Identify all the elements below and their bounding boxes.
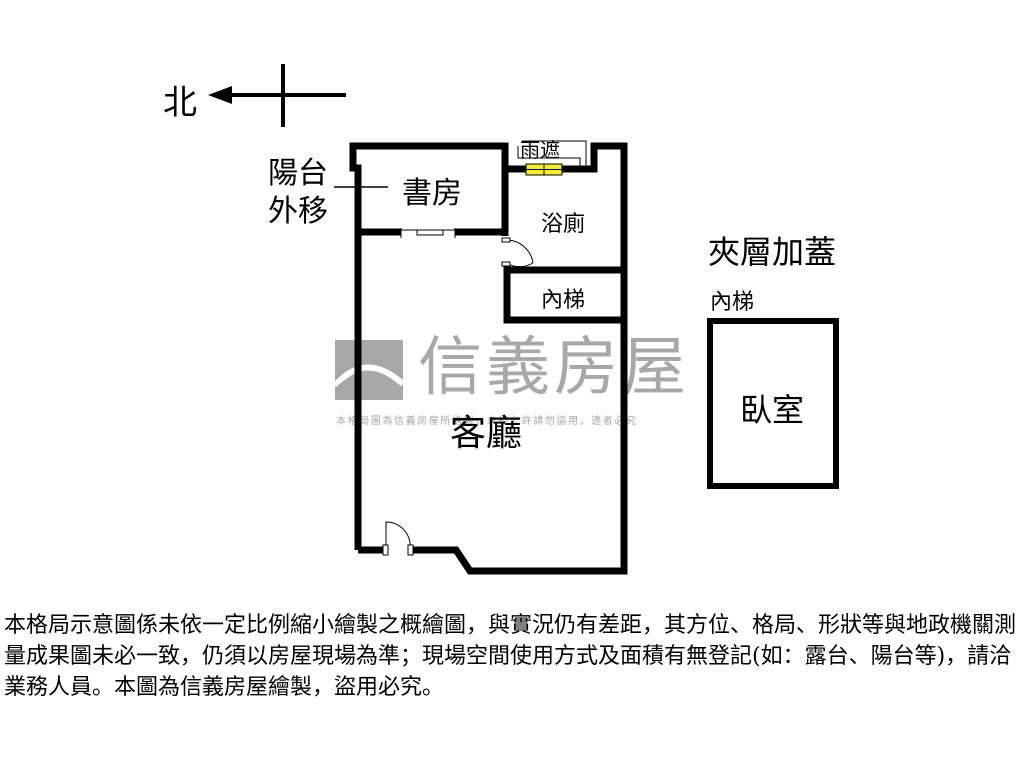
- watermark-notice: 本格局圖為信義房屋所繪製，未經允許請勿盜用，違者必究: [336, 416, 638, 427]
- entrance-door: [382, 521, 414, 556]
- living-room-label: 客廳: [450, 413, 523, 454]
- bedroom-walls: [707, 318, 839, 489]
- study-sliding-door: [400, 228, 456, 238]
- bathroom-door: [501, 237, 534, 268]
- north-arrow-icon: [208, 64, 346, 127]
- watermark-brand: 信義房屋: [418, 331, 690, 405]
- balcony-moved-label-2: 外移: [268, 194, 328, 229]
- disclaimer-text: 本格局示意圖係未依一定比例縮小繪製之概繪圖，與實況仍有差距，其方位、格局、形狀等…: [4, 613, 1017, 700]
- mezzanine-title: 夾層加蓋: [708, 233, 837, 271]
- bedroom-label: 臥室: [740, 391, 805, 429]
- watermark-logo: [335, 340, 403, 400]
- canopy-label: 雨遮: [520, 138, 560, 162]
- balcony-moved-label-1: 陽台: [268, 156, 328, 191]
- study-label: 書房: [402, 176, 462, 211]
- walls: [349, 142, 628, 575]
- inner-stair-label: 內梯: [541, 288, 586, 313]
- north-label: 北: [163, 83, 197, 123]
- canopy: [517, 140, 587, 176]
- mezzanine-stair-label: 內梯: [710, 290, 755, 315]
- bathroom-label: 浴廁: [541, 212, 586, 237]
